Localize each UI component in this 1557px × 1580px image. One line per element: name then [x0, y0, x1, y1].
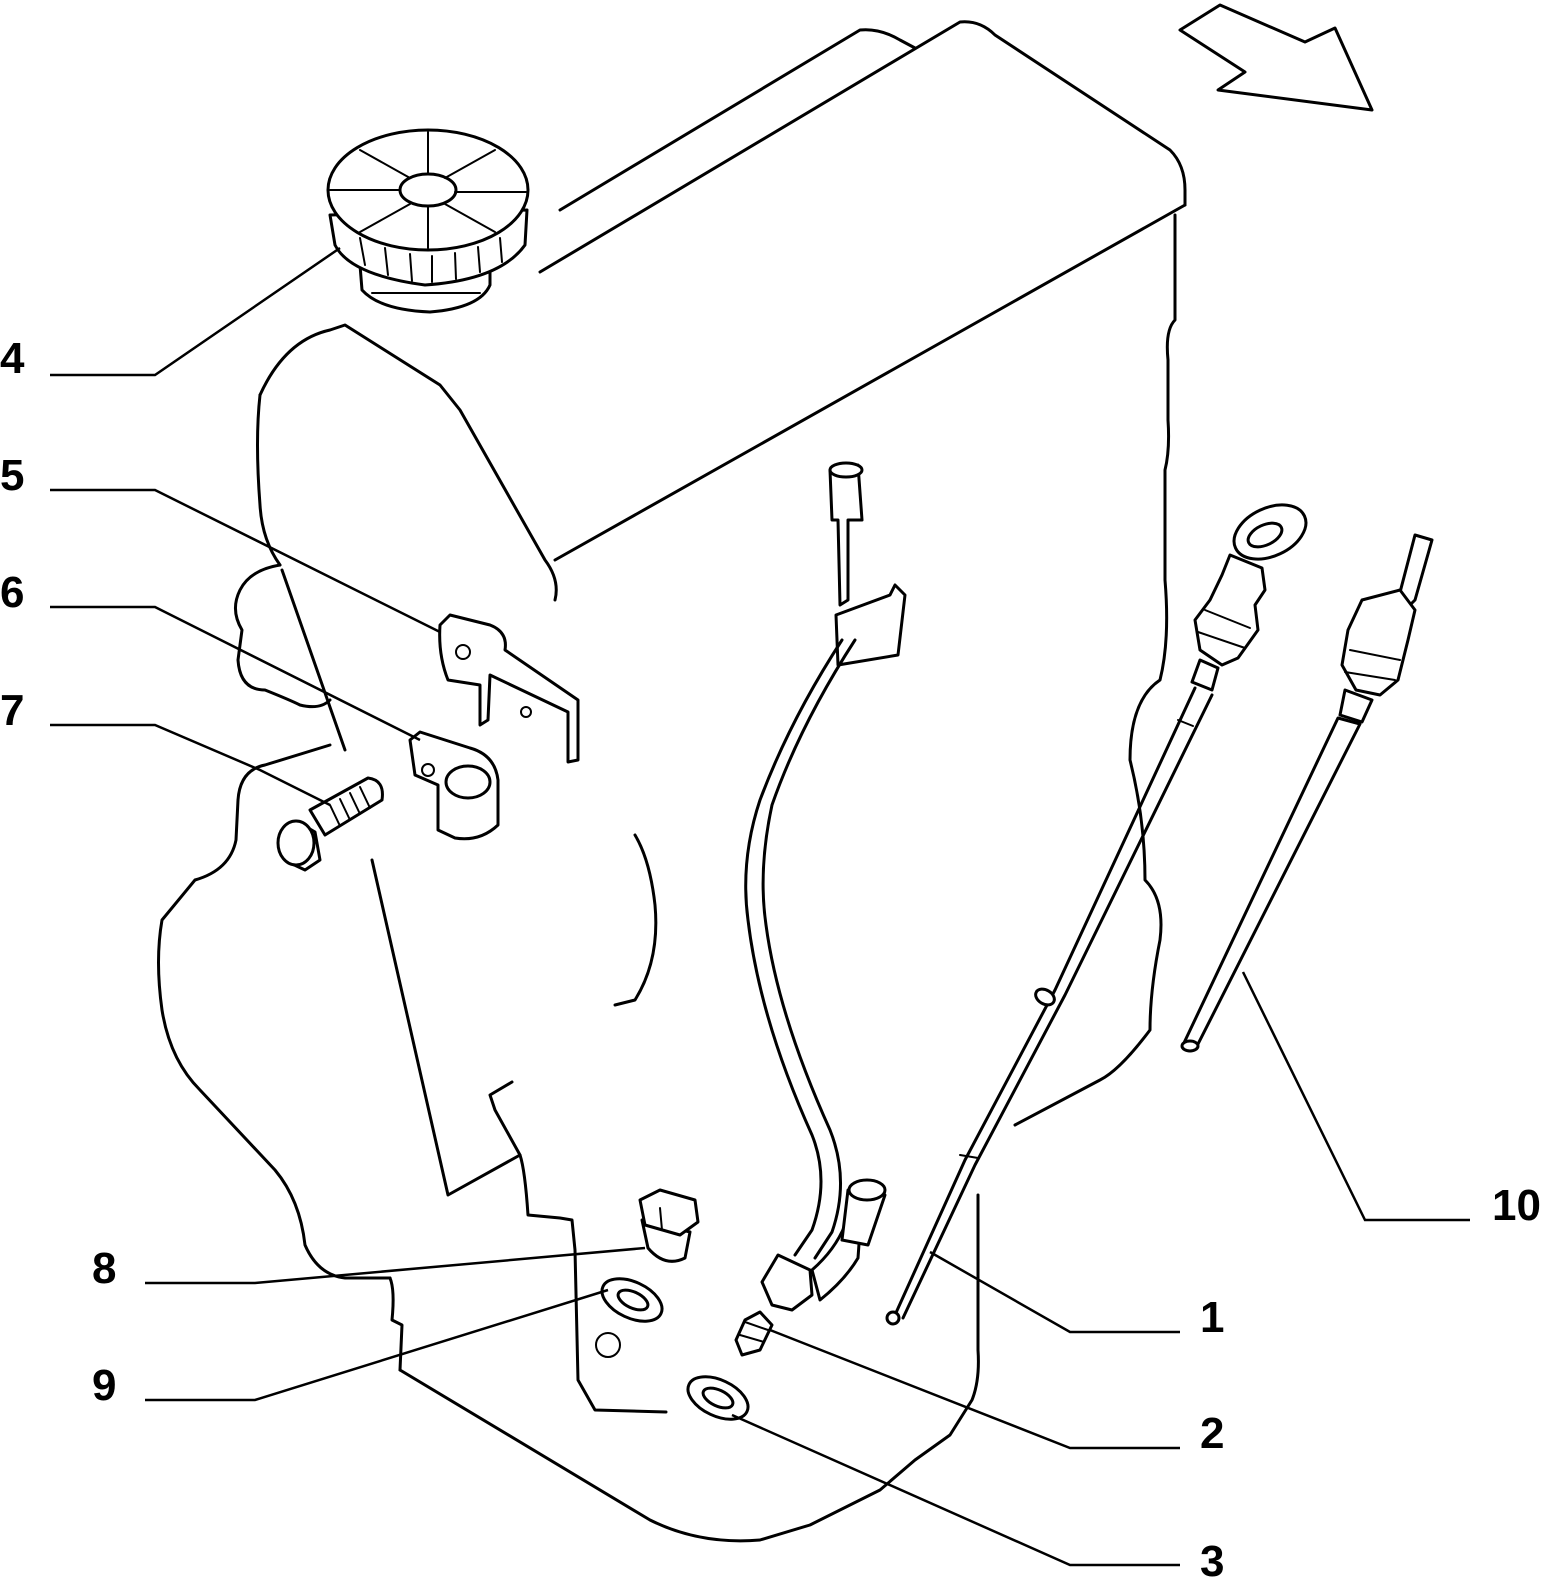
callout-4: 4	[0, 334, 25, 383]
mounting-bracket	[438, 613, 580, 764]
callout-8: 8	[92, 1244, 116, 1293]
filler-cap	[326, 128, 530, 314]
callout-9: 9	[92, 1361, 116, 1410]
callout-2: 2	[1200, 1409, 1224, 1458]
pipe-clip	[408, 730, 500, 841]
direction-arrow-icon	[1178, 3, 1374, 112]
sealing-washer-upper	[600, 1277, 664, 1323]
oil-dipstick	[885, 503, 1308, 1326]
drain-plug	[638, 1188, 700, 1263]
callout-7: 7	[0, 686, 24, 735]
callout-5: 5	[0, 451, 24, 500]
callout-labels: 4 5 6 7 8 9 1 2 3 10	[0, 334, 1541, 1580]
callout-10: 10	[1492, 1181, 1541, 1230]
callout-3: 3	[1200, 1537, 1224, 1580]
engine-block-outline	[157, 20, 1187, 1543]
leader-lines	[50, 246, 1470, 1567]
callout-1: 1	[1200, 1293, 1224, 1342]
sealing-washer-lower	[686, 1375, 750, 1421]
callout-6: 6	[0, 568, 24, 617]
oil-dipstick-alternate	[1180, 533, 1434, 1053]
hex-bolt	[276, 776, 384, 872]
dipstick-guide-tube	[734, 461, 907, 1357]
